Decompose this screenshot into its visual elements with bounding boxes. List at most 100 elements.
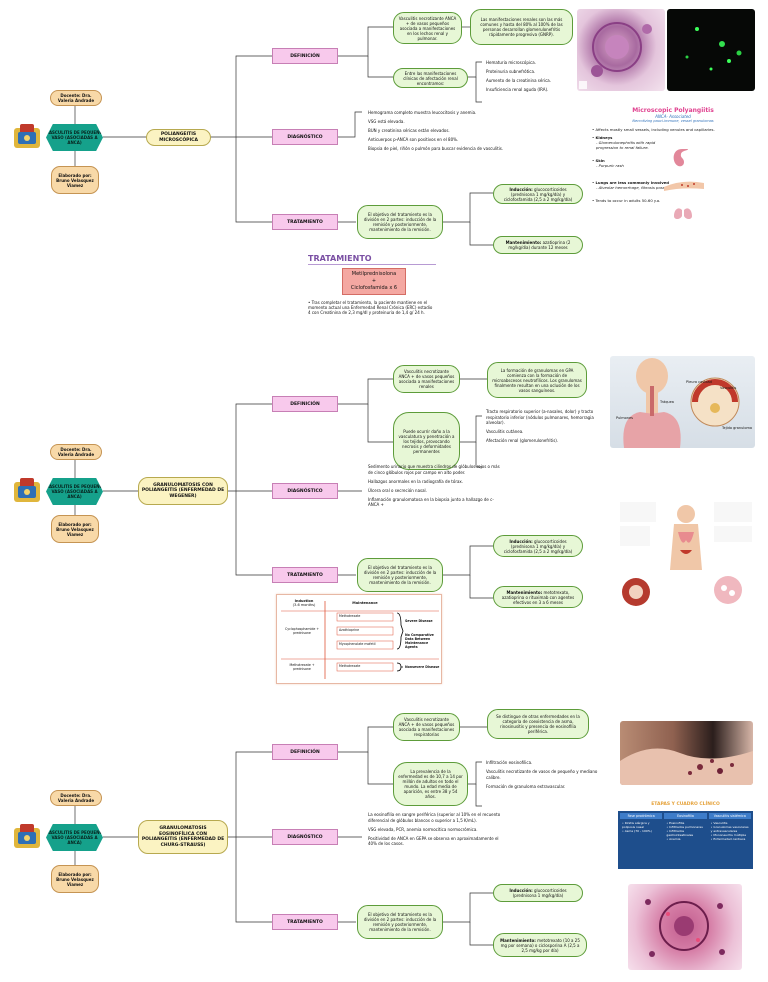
stage-column: Fase prodrómica • Rinitis alérgica y pol… — [620, 813, 663, 867]
stage-name: Vasculitis sistémica — [708, 813, 751, 819]
treatment-text: El objetivo del tratamiento es la divisi… — [363, 212, 437, 232]
induction-text: Inducción: glucocorticoides (prednisona … — [503, 186, 573, 202]
skin-lesion-image — [620, 721, 753, 785]
damage-node: Puede ocurrir daño a la vasculatura y pe… — [393, 412, 460, 470]
damage-list: Tracto respiratorio superior (a-nasales,… — [486, 409, 601, 447]
organ-label: Tráquea — [660, 400, 674, 404]
definition-node: Vasculitis necrotizante ANCA + de vasos … — [393, 713, 460, 741]
list-item: VSG está elevada. — [368, 119, 405, 124]
stages-table: Fase prodrómica • Rinitis alérgica y pol… — [618, 811, 753, 869]
table-cell: Mycophenolate mofetil — [339, 642, 376, 646]
list-item: Afectación renal (glomerulonefritis). — [486, 438, 559, 443]
case-drug-box: Metilprednisolona + Ciclofosfamida x 6 — [342, 268, 406, 295]
topic-node: POLIANGEITIS MICROSCÓPICA — [146, 129, 211, 146]
histology-image — [577, 9, 665, 91]
list-item: Positividad de ANCA en GEPA se observa e… — [368, 835, 499, 847]
table-cell: Azathioprine — [339, 628, 360, 632]
list-item: Inflamación granulomatosa en la biopsia … — [368, 496, 494, 508]
list-item: Hallazgos anormales en la radiografía de… — [368, 478, 464, 484]
branch-label: DEFINICIÓN — [290, 749, 320, 755]
info-item: • Affects mostly small vessels, includin… — [592, 127, 715, 132]
info-item: • Tends to occur in adults 50-60 y.o. — [592, 198, 661, 203]
definition-node: Vasculitis necrotizante ANCA + de vasos … — [393, 365, 460, 393]
stage-name: Eosinofilia — [664, 813, 707, 819]
list-item: Aumento de la creatinina sérica. — [486, 78, 552, 83]
diagnosis-list: Sedimento urinario que muestra cilindros… — [368, 464, 500, 511]
topic-node: GRANULOMATOSIS CON POLIANGEITIS (ENFERME… — [138, 477, 228, 505]
maintenance-node: Mantenimiento: metotrexato, azatioprina … — [493, 586, 583, 608]
infographic-subtitle-2: Necrotizing pauci-immune, vessel granulo… — [632, 119, 714, 123]
stage-items: • Rinitis alérgica y poliposis nasal• As… — [622, 821, 652, 833]
maintenance-node: Mantenimiento: metotrexato (10 a 25 mg p… — [493, 933, 587, 957]
arm-rash-icon — [664, 181, 704, 191]
manifestations-text: Entre las manifestaciones clínicas de af… — [403, 70, 458, 86]
features-list: Infiltración eosinofílica. Vasculitis ne… — [486, 760, 604, 793]
treatment-text: El objetivo del tratamiento es la divisi… — [363, 565, 437, 585]
elaborado-label: Elaborado por: Bruno Velasquez Viamez — [56, 521, 94, 537]
definition-detail-text: La formación de granulomas en GPA comien… — [492, 367, 582, 393]
docente-node: Docente: Dra. Valeria Andrade — [50, 790, 102, 806]
branch-label: DIAGNÓSTICO — [287, 488, 323, 494]
table-head-maintenance: Maintenance — [352, 601, 378, 605]
elaborado-node: Elaborado por: Bruno Velasquez Viamez — [51, 865, 99, 893]
list-item: Sedimento urinario que muestra cilindros… — [368, 464, 500, 475]
case-drug-2: Ciclofosfamida x 6 — [350, 285, 398, 291]
infographic-subtitle: ANCA- Associated — [655, 114, 691, 119]
branch-definicion: DEFINICIÓN — [272, 48, 338, 64]
maintenance-text: Mantenimiento: metotrexato (10 a 25 mg p… — [500, 937, 580, 953]
branch-label: TRATAMIENTO — [287, 572, 323, 578]
list-item: Hematuria microscópica. — [486, 60, 536, 65]
list-item: BUN y creatinina séricas están elevados. — [368, 128, 450, 133]
prevalence-node: La prevalencia de la enfermedad es de 10… — [393, 762, 468, 806]
list-item: Vasculitis necrotizante de vasos de pequ… — [486, 769, 598, 780]
treatment-table: Induction(3-6 months) Maintenance Cyclop… — [276, 594, 442, 684]
respiratory-tract-image: Pleura cavidad Tráquea Pulmones Vasculit… — [610, 356, 755, 448]
damage-text: Puede ocurrir daño a la vasculatura y pe… — [398, 428, 455, 454]
branch-label: DIAGNÓSTICO — [287, 134, 323, 140]
table-cell: Cyclophosphamide + prednisone — [284, 627, 319, 635]
organ-label: Pulmones — [616, 416, 633, 420]
info-item: • Lungs are less commonly involved — [592, 180, 669, 185]
list-item: La eosinofilia en sangre periférica (sup… — [368, 812, 501, 823]
docente-node: Docente: Dra. Valeria Andrade — [50, 444, 102, 460]
maintenance-text: Mantenimiento: azatioprina (2 mg/kg/día)… — [505, 240, 571, 250]
docente-label: Docente: Dra. Valeria Andrade — [57, 93, 95, 103]
elaborado-label: Elaborado por: Bruno Velasquez Viamez — [56, 871, 94, 887]
manifestations-node: Entre las manifestaciones clínicas de af… — [393, 68, 468, 88]
list-item: Infiltración eosinofílica. — [486, 760, 533, 765]
branch-tratamiento: TRATAMIENTO — [272, 214, 338, 230]
branch-tratamiento: TRATAMIENTO — [272, 567, 338, 583]
list-item: VSG elevada, PCR, anemia normocítica nor… — [368, 826, 478, 832]
list-item: Proteinuria subnefrótica. — [486, 69, 536, 74]
induction-node: Inducción: glucocorticoides (prednisona … — [493, 184, 583, 204]
docente-label: Docente: Dra. Valeria Andrade — [57, 447, 95, 457]
definition-text: Vasculitis necrotizante ANCA + de vasos … — [398, 369, 455, 389]
treatment-text: El objetivo del tratamiento es la divisi… — [363, 912, 437, 932]
stages-panel: ETAPAS Y CUADRO CLÍNICO Fase prodrómica … — [618, 802, 753, 878]
root-label: VASCULITIS DE PEQUEÑO VASO (ASOCIADAS A … — [46, 130, 103, 145]
list-item: Formación de granuloma extravascular. — [486, 783, 566, 789]
mpa-infographic: Microscopic Polyangiitis ANCA- Associate… — [592, 107, 754, 255]
stage-items: • Eosinofilia• Infiltrados pulmonares• I… — [666, 821, 703, 841]
branch-diagnostico: DIAGNÓSTICO — [272, 483, 338, 499]
fluorescence-image — [667, 9, 755, 91]
list-item: Anticuerpos p-ANCA son positivos en el 8… — [368, 137, 459, 142]
diagnosis-list: La eosinofilia en sangre periférica (sup… — [368, 812, 508, 850]
list-item: Insuficiencia renal aguda (IRA). — [486, 87, 549, 92]
topic-label: GRANULOMATOSIS CON POLIANGEITIS (ENFERME… — [141, 482, 225, 499]
branch-diagnostico: DIAGNÓSTICO — [272, 829, 338, 845]
elaborado-node: Elaborado por: Bruno Velasquez Viamez — [51, 166, 99, 194]
branch-tratamiento: TRATAMIENTO — [272, 914, 338, 930]
organ-label: Pleura cavidad — [686, 380, 712, 384]
definition-detail-node: Se distingue de otras enfermedades en la… — [487, 709, 589, 739]
lungs-icon — [674, 204, 692, 219]
definition-detail-text: Se distingue de otras enfermedades en la… — [496, 714, 580, 734]
definition-detail-text: Las manifestaciones renales son las más … — [480, 17, 563, 37]
organ-label: Vasculitis — [720, 386, 737, 390]
case-plus: + — [371, 278, 377, 284]
table-head-induction: Induction(3-6 months) — [292, 599, 316, 607]
table-cell: Methotrexate + prednisone — [289, 663, 315, 671]
university-crest-icon — [10, 122, 44, 156]
list-item: Vasculitis cutánea. — [486, 429, 524, 434]
